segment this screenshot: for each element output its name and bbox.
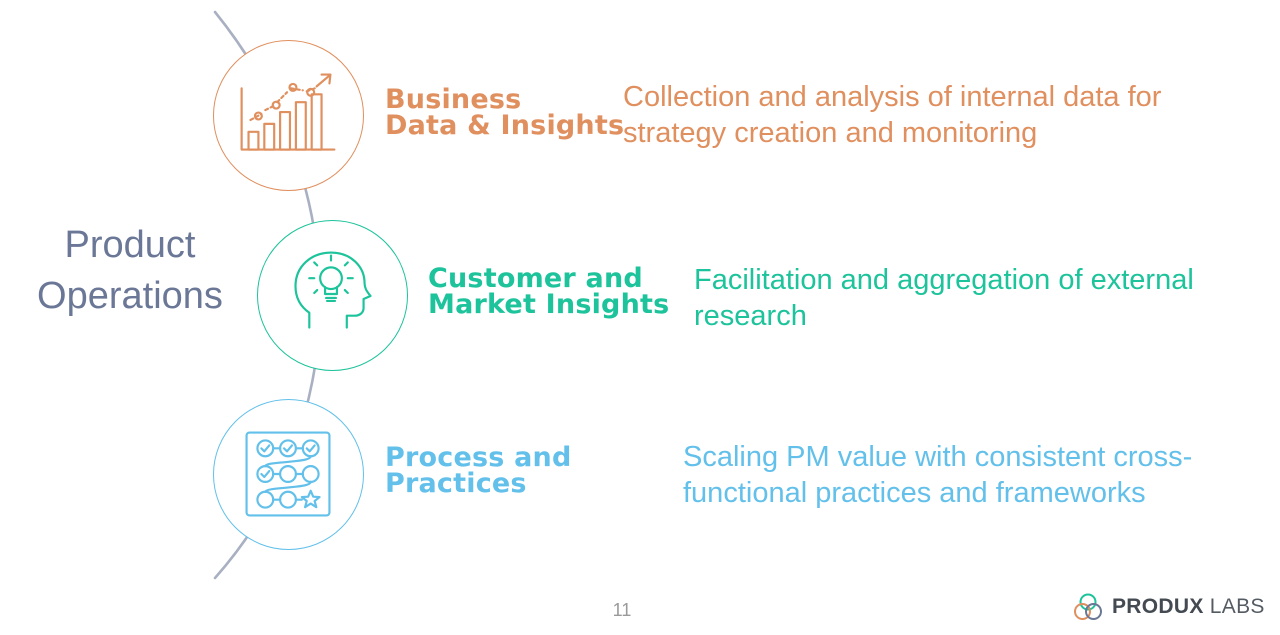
process-practices-title-line2: Practices xyxy=(385,468,527,499)
logo-wordmark: PRODUX LABS xyxy=(1112,595,1265,619)
main-title-line1: Product xyxy=(64,224,196,266)
business-data-title: Business Data & Insights xyxy=(385,84,625,141)
head-lightbulb-icon xyxy=(294,251,372,329)
logo-wordmark-light: LABS xyxy=(1209,595,1265,618)
business-data-circle xyxy=(213,40,364,191)
business-data-description: Collection and analysis of internal data… xyxy=(623,81,1162,149)
page-number: 11 xyxy=(612,600,632,620)
customer-insights-description: Facilitation and aggregation of external… xyxy=(694,264,1194,332)
process-grid-icon xyxy=(245,431,331,517)
bar-chart-growth-icon xyxy=(240,73,336,151)
main-title: Product Operations xyxy=(10,220,250,322)
customer-insights-title: Customer and Market Insights xyxy=(428,263,670,320)
customer-insights-title-line2: Market Insights xyxy=(428,289,670,320)
process-practices-description: Scaling PM value with consistent cross-f… xyxy=(683,441,1193,509)
business-data-title-line1: Business xyxy=(385,84,522,115)
customer-insights-circle xyxy=(257,220,408,371)
process-practices-circle xyxy=(213,399,364,550)
process-practices-title: Process and Practices xyxy=(385,442,572,499)
business-data-title-line2: Data & Insights xyxy=(385,110,625,141)
produx-labs-logo: PRODUX LABS xyxy=(1072,590,1265,624)
logo-wordmark-bold: PRODUX xyxy=(1112,595,1204,618)
customer-insights-title-line1: Customer and xyxy=(428,263,643,294)
process-practices-title-line1: Process and xyxy=(385,442,572,473)
overlapping-circles-logo-icon xyxy=(1074,593,1102,620)
main-title-line2: Operations xyxy=(37,275,223,317)
